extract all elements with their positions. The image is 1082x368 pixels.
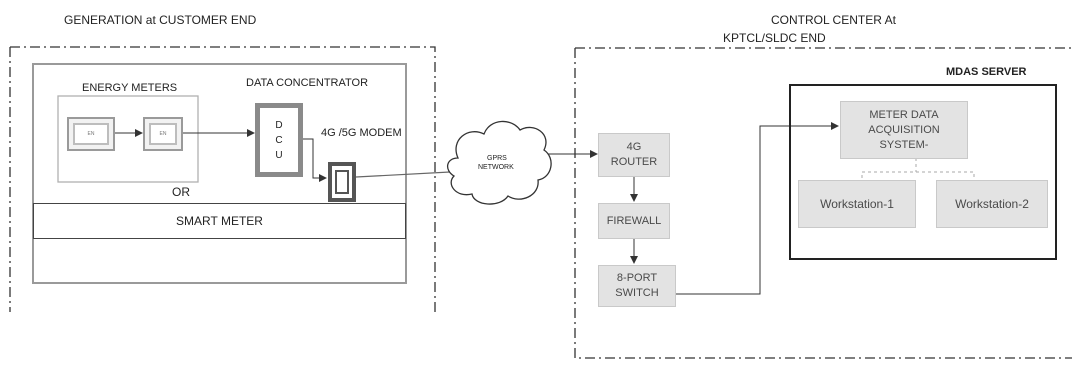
dcu-letter-d: D bbox=[275, 119, 283, 131]
firewall-box: FIREWALL bbox=[598, 203, 670, 239]
network-label: NETWORK bbox=[478, 164, 514, 171]
energy-meters-label: ENERGY METERS bbox=[82, 82, 178, 94]
customer-end-boundary bbox=[9, 46, 436, 312]
workstation-2-box: Workstation-2 bbox=[936, 180, 1048, 228]
router-line1: 4G bbox=[626, 141, 642, 153]
router-box: 4G ROUTER bbox=[598, 133, 670, 177]
mdas-line3: SYSTEM- bbox=[879, 138, 929, 151]
energy-meters-group bbox=[57, 95, 199, 183]
workstation-1-box: Workstation-1 bbox=[798, 180, 916, 228]
switch-box: 8-PORT SWITCH bbox=[598, 265, 676, 307]
modem-inner bbox=[335, 170, 349, 194]
energy-meter-2: EN bbox=[143, 117, 183, 151]
data-concentrator-label: DATA CONCENTRATOR bbox=[246, 77, 369, 89]
mdas-line1: METER DATA bbox=[869, 108, 939, 121]
or-label: OR bbox=[172, 185, 190, 199]
line-modem-to-network bbox=[355, 171, 451, 178]
smart-meter-box: SMART METER bbox=[33, 203, 406, 239]
gprs-cloud-shape bbox=[447, 120, 552, 205]
energy-meter-1: EN bbox=[67, 117, 115, 151]
modem-label: 4G /5G MODEM bbox=[321, 127, 402, 139]
arrow-switch-to-mdas bbox=[676, 122, 839, 295]
energy-meter-2-display: EN bbox=[149, 123, 177, 145]
mdas-line2: ACQUISITION bbox=[868, 123, 940, 136]
dcu-box: D C U bbox=[255, 103, 303, 177]
gprs-label: GPRS bbox=[487, 155, 507, 162]
energy-meter-1-display: EN bbox=[73, 123, 109, 145]
modem-box bbox=[328, 162, 356, 202]
control-center-title-line1: CONTROL CENTER At bbox=[771, 13, 896, 27]
control-center-boundary bbox=[574, 47, 1072, 359]
router-line2: ROUTER bbox=[610, 156, 658, 168]
switch-line1: 8-PORT bbox=[616, 272, 658, 284]
mdas-server-frame bbox=[789, 84, 1057, 260]
dcu-letter-u: U bbox=[275, 149, 283, 161]
dcu-letter-c: C bbox=[275, 134, 283, 146]
mdas-server-title: MDAS SERVER bbox=[946, 66, 1027, 78]
mdas-box: METER DATA ACQUISITION SYSTEM- bbox=[840, 101, 968, 159]
control-center-title-line2: KPTCL/SLDC END bbox=[723, 31, 826, 45]
customer-end-title: GENERATION at CUSTOMER END bbox=[64, 13, 257, 27]
line-mdas-to-workstations bbox=[861, 171, 975, 178]
arrow-dcu-to-modem bbox=[303, 138, 327, 182]
switch-line2: SWITCH bbox=[615, 287, 659, 299]
customer-inner-frame bbox=[32, 63, 407, 284]
